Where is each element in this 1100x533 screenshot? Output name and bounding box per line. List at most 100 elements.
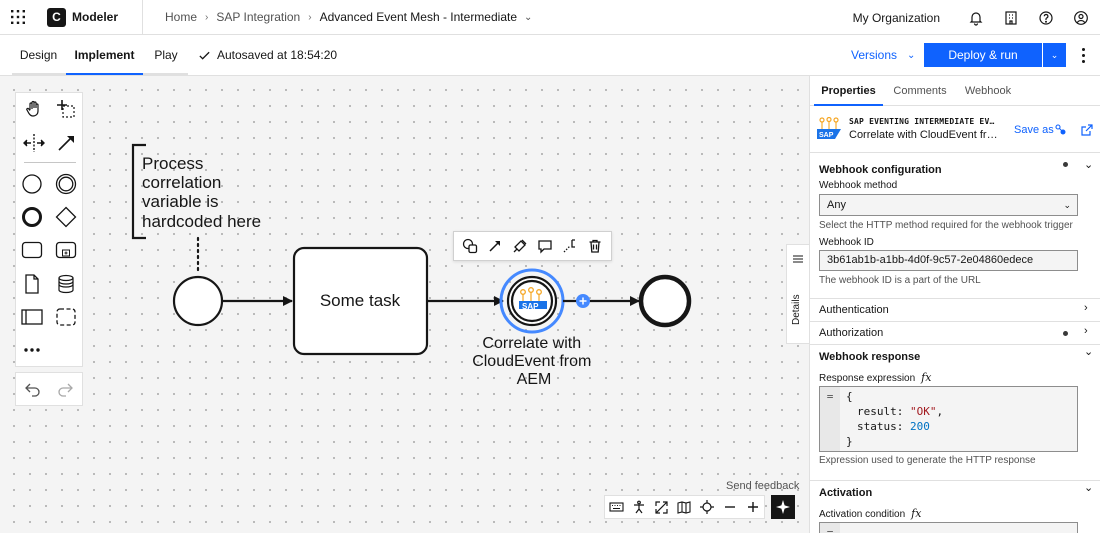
- camunda-logo[interactable]: C: [47, 7, 66, 27]
- tab-design[interactable]: Design: [19, 48, 58, 62]
- breadcrumb-home[interactable]: Home: [165, 10, 198, 24]
- fullscreen-icon[interactable]: [653, 498, 671, 516]
- details-tab-label: Details: [791, 294, 802, 325]
- save-as-button[interactable]: Save as: [1014, 124, 1054, 136]
- start-event-icon[interactable]: [18, 170, 46, 198]
- zoom-in-icon[interactable]: [744, 498, 762, 516]
- app-name: Modeler: [72, 10, 119, 24]
- properties-panel: Properties Comments Webhook SAP SAP EVEN…: [809, 76, 1100, 533]
- minimap-icon[interactable]: [675, 498, 693, 516]
- space-tool-icon[interactable]: [20, 129, 48, 157]
- tab-webhook[interactable]: Webhook: [964, 85, 1012, 97]
- group-icon[interactable]: [52, 303, 80, 331]
- deploy-run-button[interactable]: Deploy & run: [924, 43, 1042, 67]
- feel-indicator: =: [820, 523, 840, 533]
- webhook-id-help: The webhook ID is a part of the URL: [819, 275, 981, 286]
- chevron-right-icon: ›: [1084, 325, 1088, 337]
- chevron-up-icon[interactable]: ⌄: [1084, 482, 1094, 494]
- sap-event-icon: SAP: [519, 287, 547, 311]
- send-feedback-link[interactable]: Send feedback: [726, 480, 800, 492]
- tab-comments[interactable]: Comments: [893, 85, 947, 97]
- context-pad: [453, 231, 612, 261]
- section-title[interactable]: Activation: [819, 487, 873, 499]
- details-panel-toggle[interactable]: Details: [786, 244, 809, 344]
- redo-icon[interactable]: [54, 378, 76, 400]
- chevron-down-icon[interactable]: ⌄: [524, 11, 533, 23]
- tab-properties[interactable]: Properties: [814, 76, 883, 106]
- task-label: Some task: [320, 291, 401, 310]
- connect-tool-icon[interactable]: [52, 129, 80, 157]
- element-palette: [15, 92, 83, 367]
- comment-icon[interactable]: [535, 236, 555, 256]
- svg-text:SAP: SAP: [522, 302, 539, 311]
- gateway-icon[interactable]: [52, 203, 80, 231]
- autosave-text: Autosaved at 18:54:20: [217, 48, 338, 62]
- section-modified-indicator: [1063, 162, 1068, 167]
- activation-condition-editor[interactable]: =: [819, 522, 1078, 533]
- undo-redo-group: [15, 372, 83, 406]
- breadcrumb-project[interactable]: SAP Integration: [216, 10, 301, 24]
- reset-view-icon[interactable]: [698, 498, 716, 516]
- hand-tool-icon[interactable]: [20, 95, 48, 123]
- deploy-options-chevron-icon[interactable]: ⌄: [1043, 43, 1066, 67]
- chevron-up-icon[interactable]: ⌄: [1084, 346, 1094, 358]
- help-icon[interactable]: [1028, 0, 1063, 35]
- color-picker-icon[interactable]: [510, 236, 530, 256]
- data-object-icon[interactable]: [18, 270, 46, 298]
- webhook-method-help: Select the HTTP method required for the …: [819, 220, 1073, 231]
- section-title[interactable]: Webhook response: [819, 351, 921, 363]
- organization-switcher[interactable]: My Organization: [852, 10, 940, 25]
- webhook-id-input[interactable]: 3b61ab1b-a1bb-4d0f-9c57-2e04860edece: [819, 250, 1078, 271]
- response-expression-editor[interactable]: = { result: "OK", status: 200 }: [819, 386, 1078, 452]
- more-elements-icon[interactable]: [18, 336, 46, 364]
- data-store-icon[interactable]: [52, 270, 80, 298]
- more-options-icon[interactable]: [1076, 45, 1090, 65]
- fx-icon: fx: [911, 507, 922, 520]
- connect-arrow-icon[interactable]: [485, 236, 505, 256]
- delete-icon[interactable]: [585, 236, 605, 256]
- element-name: Correlate with CloudEvent from AEM: [849, 129, 999, 141]
- chevron-up-icon[interactable]: ⌄: [1084, 159, 1094, 171]
- end-event-icon[interactable]: [18, 203, 46, 231]
- section-authentication[interactable]: Authentication ›: [810, 299, 1100, 322]
- template-icon[interactable]: [1055, 124, 1067, 136]
- accessibility-icon[interactable]: [630, 498, 648, 516]
- keyboard-icon[interactable]: [607, 498, 625, 516]
- breadcrumb-current[interactable]: Advanced Event Mesh - Intermediate: [319, 10, 517, 24]
- change-type-icon[interactable]: [460, 236, 480, 256]
- text-annotation[interactable]: Process correlation variable is hardcode…: [142, 154, 261, 231]
- tab-implement[interactable]: Implement: [66, 35, 143, 75]
- zoom-out-icon[interactable]: [721, 498, 739, 516]
- palette-divider: [24, 162, 76, 163]
- webhook-method-select[interactable]: Any ⌄: [819, 194, 1078, 216]
- ai-assistant-sparkle-icon[interactable]: [771, 495, 795, 519]
- end-event[interactable]: [638, 274, 692, 328]
- section-title[interactable]: Webhook configuration: [819, 164, 942, 176]
- element-type: SAP EVENTING INTERMEDIATE EVENT: [849, 117, 999, 126]
- section-title: Authentication: [819, 304, 889, 316]
- text-annotation-icon[interactable]: [560, 236, 580, 256]
- versions-button[interactable]: Versions ⌄: [851, 35, 915, 75]
- tab-underline: [143, 73, 188, 75]
- zoom-controls: [604, 495, 765, 519]
- intermediate-event-icon[interactable]: [52, 170, 80, 198]
- open-external-icon[interactable]: [1081, 124, 1093, 136]
- building-icon[interactable]: [993, 0, 1028, 35]
- tab-play[interactable]: Play: [154, 48, 178, 62]
- lasso-tool-icon[interactable]: [52, 95, 80, 123]
- checkmark-icon: [199, 51, 210, 60]
- undo-icon[interactable]: [22, 378, 44, 400]
- notification-icon[interactable]: [958, 0, 993, 35]
- section-authorization[interactable]: Authorization ›: [810, 322, 1100, 345]
- svg-text:SAP: SAP: [819, 132, 834, 139]
- pool-icon[interactable]: [18, 303, 46, 331]
- user-avatar-icon[interactable]: [1063, 0, 1098, 35]
- task-icon[interactable]: [18, 236, 46, 264]
- app-switcher-icon[interactable]: [0, 0, 35, 35]
- subprocess-icon[interactable]: [52, 236, 80, 264]
- text-annotation-bracket[interactable]: [131, 143, 146, 240]
- start-event[interactable]: [172, 275, 224, 327]
